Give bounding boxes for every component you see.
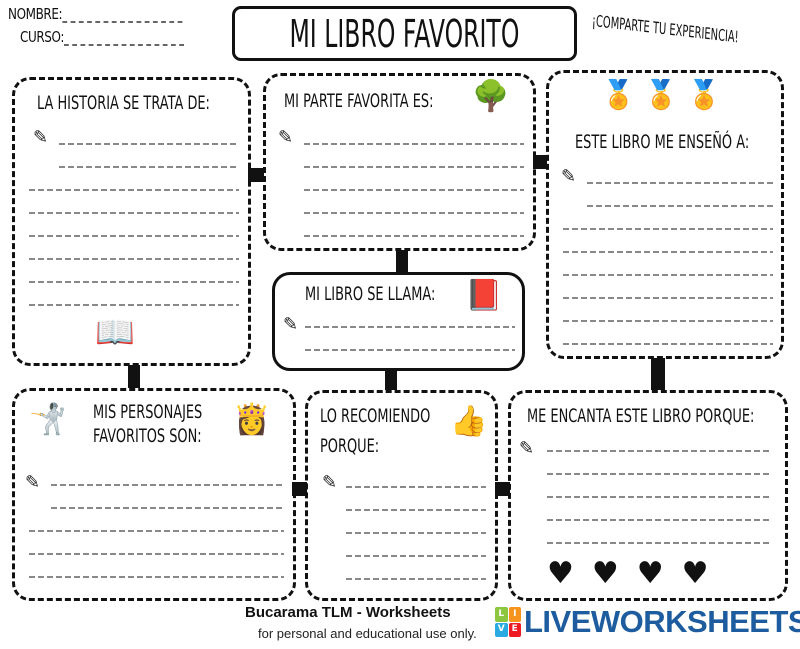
connector [128, 365, 140, 388]
connector [248, 168, 264, 182]
writing-lines[interactable] [59, 122, 239, 168]
page-title: MI LIBRO FAVORITO [232, 6, 577, 61]
story-box[interactable]: LA HISTORIA SE TRATA DE: ✎ 📖 [12, 77, 251, 366]
pencil-icon: ✎ [283, 314, 299, 335]
connector [533, 155, 547, 169]
writing-lines[interactable] [304, 122, 524, 237]
pencil-icon: ✎ [561, 166, 577, 187]
writing-lines[interactable] [587, 161, 773, 207]
liveworksheets-brand[interactable]: LIVEWORKSHEETS [524, 604, 800, 639]
writing-lines[interactable] [305, 305, 515, 363]
book-name-box[interactable]: MI LIBRO SE LLAMA: 📕 ✎ [272, 272, 525, 371]
connector [396, 250, 408, 272]
writing-lines[interactable] [547, 429, 772, 554]
usage-note: for personal and educational use only. [258, 626, 477, 641]
tree-icon: 🌳 [472, 79, 510, 114]
pencil-icon: ✎ [278, 127, 294, 148]
learned-box[interactable]: 🏅🏅🏅 ESTE LIBRO ME ENSEÑÓ A: ✎ [546, 70, 784, 359]
brand-text: Bucarama TLM - Worksheets [245, 604, 451, 621]
thumbs-up-icon: 👍 [450, 404, 488, 439]
pencil-icon: ✎ [322, 472, 338, 493]
writing-lines[interactable] [29, 168, 239, 308]
writing-lines[interactable] [346, 465, 486, 585]
connector [385, 370, 397, 390]
love-box[interactable]: ME ENCANTA ESTE LIBRO PORQUE: ✎ ♥♥♥♥ [508, 390, 788, 601]
writing-lines[interactable] [563, 207, 773, 347]
connector [651, 358, 665, 390]
writing-lines[interactable] [51, 463, 284, 509]
liveworksheets-logo: L I V E [495, 607, 521, 637]
open-book-icon: 📖 [95, 313, 135, 351]
name-field[interactable]: NOMBRE: [8, 6, 183, 23]
musketeer-icon: 🤺 [29, 402, 67, 437]
favorite-part-box[interactable]: MI PARTE FAVORITA ES: 🌳 ✎ [263, 73, 536, 251]
heart-icons: ♥♥♥♥ [547, 556, 727, 591]
pencil-icon: ✎ [33, 127, 49, 148]
recommend-box[interactable]: LO RECOMIENDO PORQUE: 👍 ✎ [305, 390, 498, 601]
pencil-icon: ✎ [25, 472, 41, 493]
course-field[interactable]: CURSO: [20, 29, 184, 46]
writing-lines[interactable] [29, 509, 284, 583]
princess-icon: 👸 [233, 402, 271, 437]
tagline: ¡COMPARTE TU EXPERIENCIA! [591, 11, 740, 47]
pencil-icon: ✎ [519, 438, 535, 459]
characters-box[interactable]: 🤺 MIS PERSONAJES FAVORITOS SON: 👸 ✎ [12, 388, 296, 601]
award-ribbon-icons: 🏅🏅🏅 [601, 78, 730, 111]
connector [495, 482, 510, 496]
